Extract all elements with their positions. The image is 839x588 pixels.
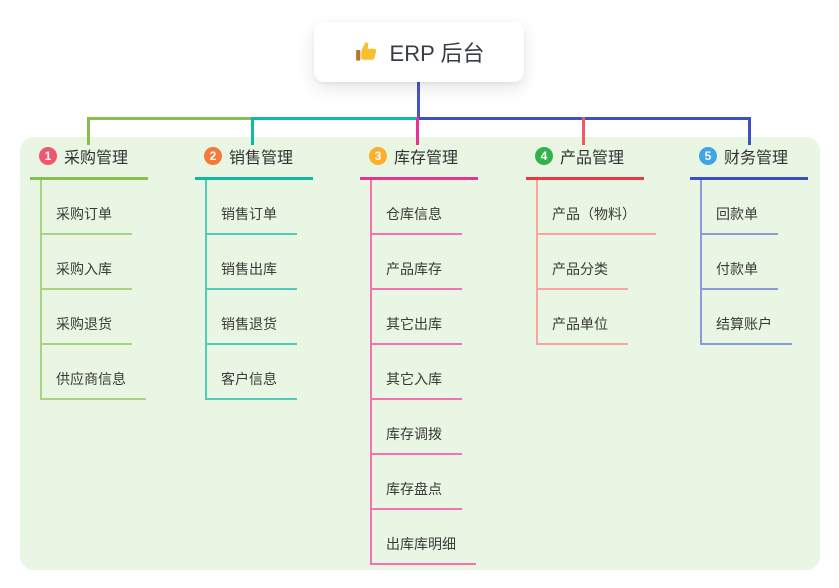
node-item: 其它入库 — [372, 345, 478, 400]
node-label[interactable]: 产品库存 — [372, 259, 462, 290]
branch-children: 回款单 付款单 结算账户 — [700, 180, 808, 345]
node-label[interactable]: 出库库明细 — [372, 534, 476, 565]
node-item: 产品单位 — [538, 290, 644, 345]
branch-title-finance[interactable]: 5 财务管理 — [690, 144, 808, 180]
node-label[interactable]: 采购入库 — [42, 259, 132, 290]
node-item: 结算账户 — [702, 290, 808, 345]
branch-title-procurement[interactable]: 1 采购管理 — [30, 144, 148, 180]
branch-number-badge: 1 — [39, 147, 57, 165]
connector-segment-mid — [252, 117, 418, 120]
branch-label: 产品管理 — [560, 150, 625, 167]
node-item: 供应商信息 — [42, 345, 148, 400]
node-item: 销售订单 — [207, 180, 313, 235]
branch-label: 采购管理 — [64, 150, 129, 167]
node-label[interactable]: 回款单 — [702, 204, 778, 235]
node-item: 销售出库 — [207, 235, 313, 290]
node-label[interactable]: 库存调拨 — [372, 424, 462, 455]
branch-drop-line-4 — [582, 117, 585, 145]
branch-number-badge: 3 — [369, 147, 387, 165]
node-item: 采购入库 — [42, 235, 148, 290]
node-item: 采购退货 — [42, 290, 148, 345]
node-label[interactable]: 库存盘点 — [372, 479, 462, 510]
node-label[interactable]: 客户信息 — [207, 369, 297, 400]
branch-label: 财务管理 — [724, 150, 789, 167]
node-item: 销售退货 — [207, 290, 313, 345]
branches-panel — [20, 137, 820, 570]
node-item: 库存调拨 — [372, 400, 478, 455]
node-label[interactable]: 销售退货 — [207, 314, 297, 345]
thumbs-up-icon — [354, 39, 380, 65]
branch-title-product[interactable]: 4 产品管理 — [526, 144, 644, 180]
node-item: 回款单 — [702, 180, 808, 235]
branch-title-inventory[interactable]: 3 库存管理 — [360, 144, 478, 180]
node-label[interactable]: 付款单 — [702, 259, 778, 290]
node-label[interactable]: 采购退货 — [42, 314, 132, 345]
branch-label: 销售管理 — [229, 150, 294, 167]
node-item: 产品库存 — [372, 235, 478, 290]
node-item: 库存盘点 — [372, 455, 478, 510]
node-label[interactable]: 产品单位 — [538, 314, 628, 345]
node-item: 付款单 — [702, 235, 808, 290]
branch-children: 采购订单 采购入库 采购退货 供应商信息 — [40, 180, 148, 400]
node-label[interactable]: 其它入库 — [372, 369, 462, 400]
root-label: ERP 后台 — [389, 41, 485, 66]
branch-number-badge: 4 — [535, 147, 553, 165]
node-label[interactable]: 销售出库 — [207, 259, 297, 290]
node-item: 产品（物料） — [538, 180, 656, 235]
branch-procurement: 1 采购管理 采购订单 采购入库 采购退货 供应商信息 — [30, 144, 148, 400]
connector-segment-left — [87, 117, 253, 120]
branch-children: 仓库信息 产品库存 其它出库 其它入库 库存调拨 库存盘点 出库库明细 — [370, 180, 478, 565]
branch-drop-line-1 — [87, 117, 90, 145]
node-label[interactable]: 供应商信息 — [42, 369, 146, 400]
node-label[interactable]: 销售订单 — [207, 204, 297, 235]
branch-drop-line-5 — [748, 117, 751, 145]
branch-finance: 5 财务管理 回款单 付款单 结算账户 — [690, 144, 808, 345]
node-item: 产品分类 — [538, 235, 644, 290]
branch-title-sales[interactable]: 2 销售管理 — [195, 144, 313, 180]
branch-children: 产品（物料） 产品分类 产品单位 — [536, 180, 656, 345]
root-node[interactable]: ERP 后台 — [314, 22, 524, 82]
node-label[interactable]: 产品分类 — [538, 259, 628, 290]
node-item: 出库库明细 — [372, 510, 478, 565]
branch-label: 库存管理 — [394, 150, 459, 167]
branch-drop-line-3 — [416, 117, 419, 145]
branch-number-badge: 5 — [699, 147, 717, 165]
branch-drop-line-2 — [251, 117, 254, 145]
branch-sales: 2 销售管理 销售订单 销售出库 销售退货 客户信息 — [195, 144, 313, 400]
branch-children: 销售订单 销售出库 销售退货 客户信息 — [205, 180, 313, 400]
node-item: 仓库信息 — [372, 180, 478, 235]
node-label[interactable]: 仓库信息 — [372, 204, 462, 235]
node-item: 客户信息 — [207, 345, 313, 400]
branch-inventory: 3 库存管理 仓库信息 产品库存 其它出库 其它入库 库存调拨 库存盘点 出库库… — [360, 144, 478, 565]
node-label[interactable]: 产品（物料） — [538, 204, 656, 235]
node-item: 其它出库 — [372, 290, 478, 345]
branch-number-badge: 2 — [204, 147, 222, 165]
node-label[interactable]: 其它出库 — [372, 314, 462, 345]
node-item: 采购订单 — [42, 180, 148, 235]
root-stem-line — [417, 82, 420, 118]
node-label[interactable]: 结算账户 — [702, 314, 792, 345]
branch-product: 4 产品管理 产品（物料） 产品分类 产品单位 — [526, 144, 656, 345]
node-label[interactable]: 采购订单 — [42, 204, 132, 235]
